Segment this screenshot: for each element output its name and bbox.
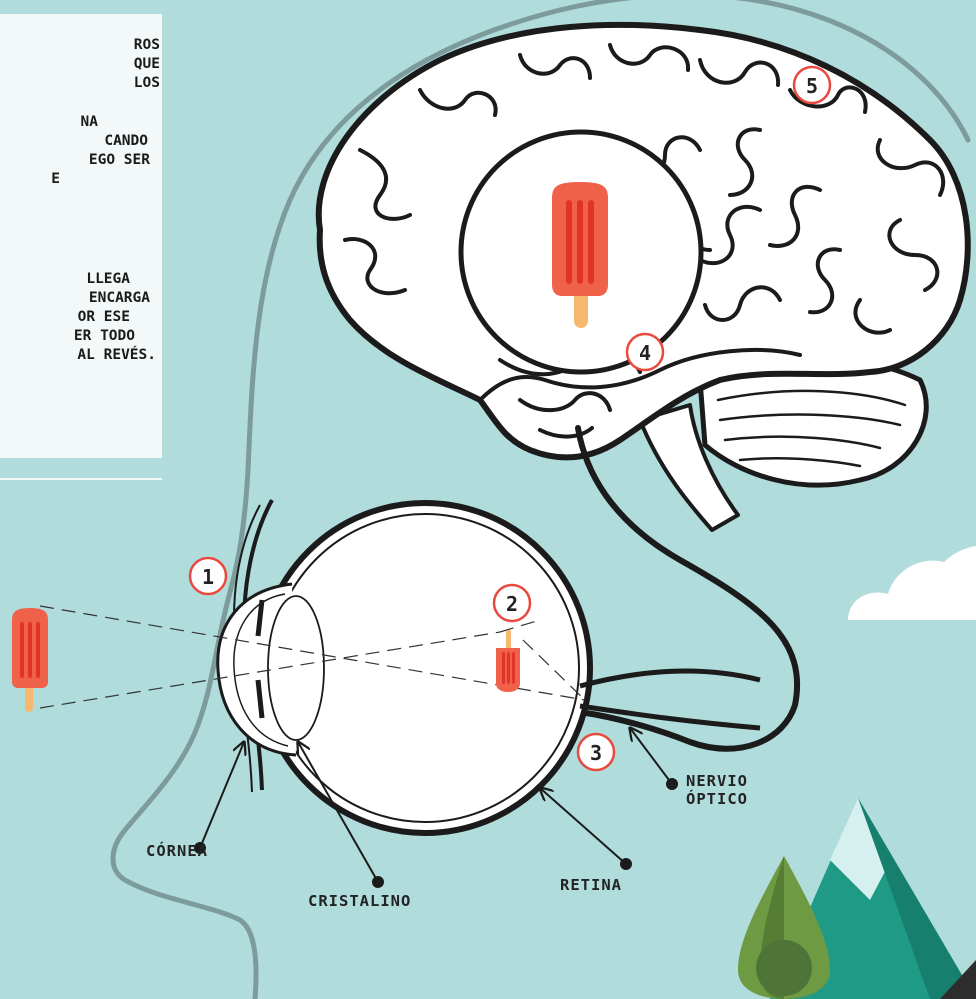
explanation-line: NA <box>80 114 98 130</box>
label-optic-nerve: NERVIO ÓPTICO <box>686 772 748 808</box>
step-marker-2: 2 <box>492 583 532 623</box>
svg-text:3: 3 <box>590 741 602 765</box>
explanation-line: ER TODO <box>73 328 135 344</box>
label-cristalino: CRISTALINO <box>308 892 412 910</box>
pointers <box>194 728 678 888</box>
popsicle-object <box>12 608 48 712</box>
explanation-line: EGO SER <box>88 152 150 168</box>
svg-text:2: 2 <box>506 592 518 616</box>
label-retina: RETINA <box>560 876 622 894</box>
mountain-snowcap <box>830 798 890 900</box>
optic-tract <box>575 425 801 752</box>
brain <box>315 21 971 752</box>
tree-trunk-shade <box>756 940 812 996</box>
explanation-line: OR ESE <box>77 309 130 325</box>
explanation-line: CANDO <box>104 133 148 149</box>
eyeball <box>257 500 593 836</box>
popsicle-brain-icon <box>552 182 608 328</box>
popsicle-retina-image <box>496 630 520 692</box>
step-marker-1: 1 <box>188 556 228 596</box>
label-cornea: CÓRNEA <box>146 842 208 860</box>
mountain-right-shade <box>858 798 976 999</box>
step-marker-3: 3 <box>576 732 616 772</box>
svg-text:5: 5 <box>806 74 818 98</box>
light-rays <box>39 605 586 709</box>
head-outline <box>110 0 971 999</box>
explanation-line: ROS <box>133 37 160 53</box>
cristalino-lens <box>267 595 325 741</box>
mountain-corner <box>940 960 976 999</box>
label-optic-nerve-line-1: NERVIO <box>686 772 748 790</box>
step-marker-5: 5 <box>792 65 832 105</box>
eye <box>216 499 761 836</box>
step-marker-4: 4 <box>625 332 665 372</box>
cloud <box>848 546 976 620</box>
explanation-line: QUE <box>133 56 160 72</box>
cornea <box>216 582 297 757</box>
explanation-line: ENCARGA <box>88 290 150 306</box>
optic-nerve <box>579 668 761 689</box>
explanation-line: LOS <box>133 75 160 91</box>
panel-divider <box>0 478 162 480</box>
svg-text:4: 4 <box>639 341 651 365</box>
explanation-panel: ROS QUE LOS NA CANDO EGO SER E LLEGA ENC… <box>0 14 162 458</box>
explanation-line: LLEGA <box>86 271 130 287</box>
explanation-line: AL REVÉS. <box>77 347 156 363</box>
explanation-line: E <box>51 171 60 187</box>
label-optic-nerve-line-2: ÓPTICO <box>686 790 748 808</box>
brain-stem <box>638 403 740 532</box>
svg-text:1: 1 <box>202 565 214 589</box>
